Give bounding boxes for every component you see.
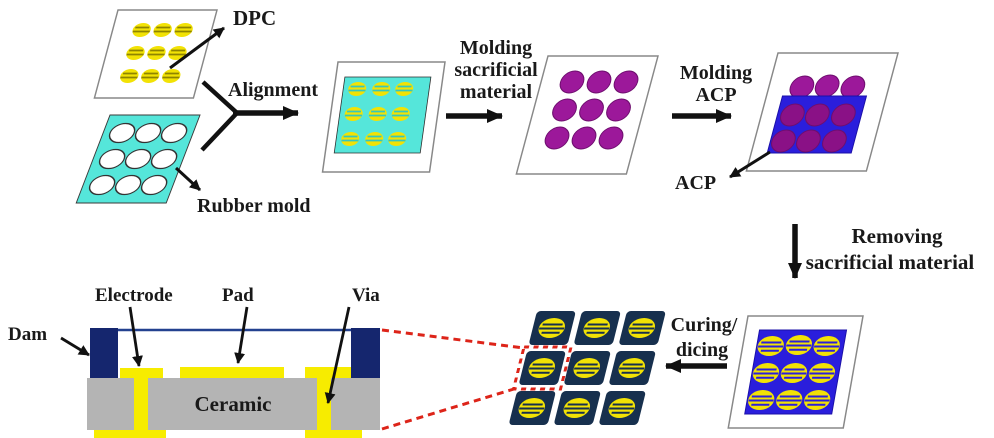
svg-text:sacrificial: sacrificial [454, 59, 538, 81]
svg-text:sacrificial material: sacrificial material [806, 250, 975, 274]
curing-dicing-label: Curing/ dicing [671, 314, 738, 361]
dpc-pointer-arrow [169, 26, 225, 70]
dam-right [351, 328, 380, 378]
aligned-plate [321, 61, 446, 173]
electrode-arrow [128, 306, 143, 367]
dpc-label: DPC [233, 6, 276, 30]
electrode-pad-top-left [120, 368, 163, 378]
pad-label: Pad [222, 285, 254, 306]
ceramic-label: Ceramic [195, 392, 272, 416]
acp-plate [745, 52, 899, 172]
center-pad [180, 367, 284, 378]
svg-text:Molding: Molding [680, 62, 752, 84]
dpc-plate [93, 9, 218, 99]
pad-top-right [305, 367, 351, 378]
zoom-highlight-box [511, 345, 573, 391]
acp-posts-top-row [786, 74, 868, 99]
cured-plate [727, 315, 864, 429]
dam-arrow [60, 336, 90, 357]
pad-arrow [234, 306, 249, 364]
svg-text:material: material [460, 81, 533, 103]
zoom-callout-lines [381, 328, 525, 431]
cross-section-pointer-arrows [60, 306, 351, 404]
acp-pointer-arrow [729, 150, 771, 179]
sacrificial-plate [515, 55, 659, 175]
molding-sacrificial-label: Molding sacrificial material [454, 37, 538, 103]
svg-text:ACP: ACP [695, 84, 736, 106]
rubber-mold-holes [85, 122, 191, 196]
bottom-pad-right [305, 429, 362, 438]
svg-text:dicing: dicing [676, 339, 728, 361]
svg-text:Molding: Molding [460, 37, 532, 59]
via-arrow [324, 306, 351, 404]
acp-callout-label: ACP [675, 172, 716, 194]
rubber-mold-label: Rubber mold [197, 195, 311, 217]
alignment-label: Alignment [228, 79, 318, 101]
cross-section: Ceramic Dam Electrode Pad Via [8, 285, 380, 438]
dam-label: Dam [8, 324, 47, 345]
diced-tile-array [509, 311, 666, 425]
rubber-mold-pointer-arrow [174, 166, 202, 192]
electrode-label: Electrode [95, 285, 173, 306]
rubber-mold-plate [75, 114, 201, 204]
cured-chip-array [745, 333, 843, 412]
bottom-pad-left [94, 429, 166, 438]
aligned-chip-array [339, 81, 416, 147]
svg-text:Removing: Removing [852, 224, 943, 248]
alignment-arrow [200, 80, 299, 152]
via-left-front [134, 378, 148, 430]
molding-acp-label: Molding ACP [680, 62, 752, 106]
dam-left [90, 328, 118, 378]
svg-text:Curing/: Curing/ [671, 314, 738, 336]
removing-label: Removing sacrificial material [806, 224, 975, 274]
via-label: Via [352, 285, 380, 306]
via-right-front [317, 378, 331, 430]
